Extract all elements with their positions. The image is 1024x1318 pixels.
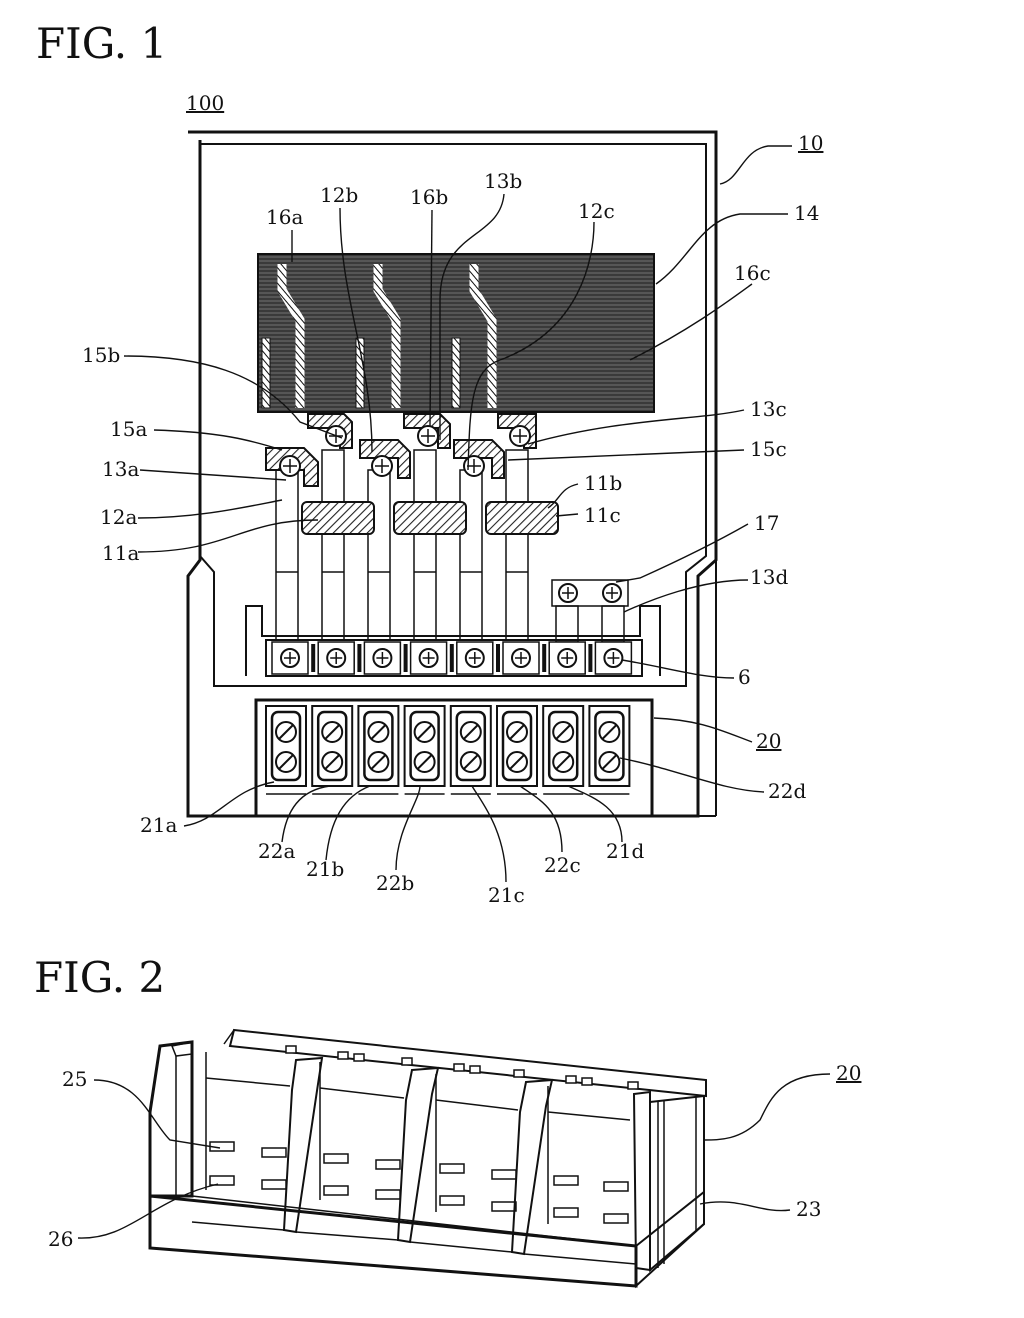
label-10: 10 — [798, 131, 823, 155]
label-11b: 11b — [584, 471, 622, 495]
label-16b: 16b — [410, 185, 448, 209]
terminal-cells — [265, 705, 631, 795]
label-11a: 11a — [102, 541, 139, 565]
terminal-screw — [403, 641, 448, 675]
label-17: 17 — [754, 511, 779, 535]
label-12a: 12a — [100, 505, 137, 529]
terminal-cell — [357, 705, 400, 795]
terminal-cell — [496, 705, 538, 795]
terminal-screw — [588, 641, 633, 675]
current-transformers — [301, 501, 559, 535]
figure-1: FIG. 1 — [36, 19, 823, 907]
terminal-cell — [265, 705, 307, 795]
cover-block — [257, 253, 655, 413]
label-21a: 21a — [140, 813, 177, 837]
label-13a: 13a — [102, 457, 139, 481]
label-15a: 15a — [110, 417, 147, 441]
label-6: 6 — [738, 665, 751, 689]
leader-lines-fig2 — [77, 1073, 831, 1239]
label-12b: 12b — [320, 183, 358, 207]
label-15b: 15b — [82, 343, 120, 367]
label-12c: 12c — [578, 199, 615, 223]
terminal-screw — [271, 641, 309, 675]
label-22d: 22d — [768, 779, 806, 803]
neutral-link — [551, 579, 629, 643]
label-26: 26 — [48, 1227, 73, 1251]
label-13c: 13c — [750, 397, 787, 421]
label-100: 100 — [186, 91, 224, 115]
label-13d: 13d — [750, 565, 788, 589]
label-23: 23 — [796, 1197, 821, 1221]
label-22b: 22b — [376, 871, 414, 895]
label-11c: 11c — [584, 503, 621, 527]
label-25: 25 — [62, 1067, 87, 1091]
terminal-block — [254, 698, 654, 818]
terminal-screw — [449, 641, 494, 675]
terminal-cell — [449, 705, 492, 795]
label-21d: 21d — [606, 839, 644, 863]
label-15c: 15c — [750, 437, 787, 461]
terminal-cell — [542, 705, 585, 795]
terminal-cell — [403, 705, 446, 795]
terminal-screw — [311, 641, 355, 675]
label-21b: 21b — [306, 857, 344, 881]
terminal-frame — [245, 605, 661, 677]
label-16a: 16a — [266, 205, 303, 229]
label-16c: 16c — [734, 261, 771, 285]
terminal-cell — [311, 705, 354, 795]
label-21c: 21c — [488, 883, 525, 907]
terminal-screw — [357, 641, 402, 675]
terminal-screw-row — [271, 641, 633, 675]
leader-lines-fig1 — [123, 145, 792, 883]
terminal-screw — [496, 641, 540, 675]
label-22c: 22c — [544, 853, 581, 877]
figure-1-title: FIG. 1 — [36, 19, 167, 68]
label-14: 14 — [794, 201, 819, 225]
figure-2: FIG. 2 — [34, 953, 861, 1289]
label-20-fig2: 20 — [836, 1061, 861, 1085]
reference-labels-fig1: 100 10 14 16a 12b 16b 13b 12c 16c 15b 15… — [82, 91, 823, 907]
reference-labels-fig2: 25 20 26 23 — [48, 1061, 861, 1251]
terminal-screw — [542, 641, 586, 675]
terminal-cell — [588, 705, 631, 795]
label-20-fig1: 20 — [756, 729, 781, 753]
label-13b: 13b — [484, 169, 522, 193]
figure-2-title: FIG. 2 — [34, 953, 165, 1002]
label-22a: 22a — [258, 839, 295, 863]
terminal-block-perspective — [148, 1028, 707, 1289]
